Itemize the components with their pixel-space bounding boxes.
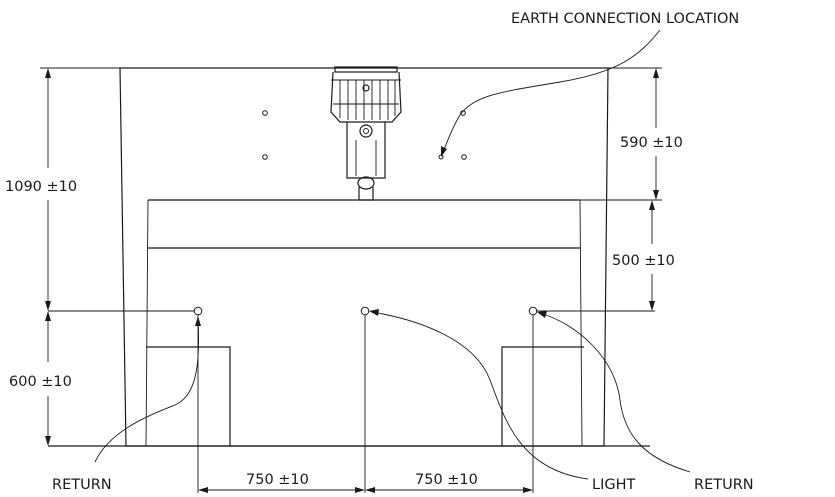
fitting-cage-bars — [339, 80, 396, 120]
middle-section-label: 500 ±10 — [612, 253, 675, 269]
panel-holes — [262, 110, 467, 160]
left-box — [146, 346, 231, 446]
return-left-point — [193, 306, 203, 316]
return-right-callout: RETURN — [537, 311, 754, 493]
fitting-gland — [359, 124, 373, 138]
earth-leader — [442, 29, 661, 153]
return-right-label: RETURN — [694, 477, 754, 493]
light-callout-label: LIGHT — [592, 477, 635, 493]
shelf — [148, 199, 580, 249]
enclosure-outer-frame — [119, 67, 609, 447]
inner-left-edge — [145, 199, 149, 447]
connection-height-label: 600 ±10 — [9, 374, 72, 390]
right-box — [501, 346, 584, 446]
light-callout: LIGHT — [369, 309, 635, 493]
right-spacing-label: 750 ±10 — [415, 472, 478, 488]
connection-points — [48, 306, 655, 493]
return-left-callout: RETURN — [52, 316, 201, 493]
lower-boxes — [146, 346, 584, 446]
fitting-bracket — [358, 187, 374, 201]
earth-callout-label: EARTH CONNECTION LOCATION — [511, 11, 739, 27]
fitting-body — [346, 122, 386, 179]
light-leader — [371, 311, 589, 480]
fitting-cage — [330, 71, 402, 123]
hole-bottom-left — [262, 154, 268, 160]
hole-top-right — [460, 110, 466, 116]
top-section-dimension: 590 ±10 — [620, 68, 683, 200]
inner-right-edge — [579, 199, 583, 447]
overall-height-dimension: 1090 ±10 — [5, 68, 77, 311]
left-spacing-label: 750 ±10 — [246, 472, 309, 488]
enclosure-outline — [48, 67, 650, 447]
top-section-label: 590 ±10 — [620, 135, 683, 151]
light-point — [360, 306, 370, 316]
light-fitting-icon — [330, 66, 402, 201]
connection-height-dimension: 600 ±10 — [9, 311, 72, 446]
return-left-label: RETURN — [52, 477, 112, 493]
fitting-top-cap — [334, 66, 398, 73]
return-left-leader — [94, 317, 200, 463]
hole-top-left — [262, 110, 268, 116]
return-right-leader — [539, 312, 691, 473]
hole-bottom-right — [461, 154, 467, 160]
earth-callout: EARTH CONNECTION LOCATION — [441, 11, 739, 157]
return-right-point — [528, 306, 538, 316]
middle-section-dimension: 500 ±10 — [612, 200, 675, 311]
overall-height-label: 1090 ±10 — [5, 179, 77, 195]
horizontal-spacing-dimension: 750 ±10 750 ±10 — [198, 472, 533, 493]
